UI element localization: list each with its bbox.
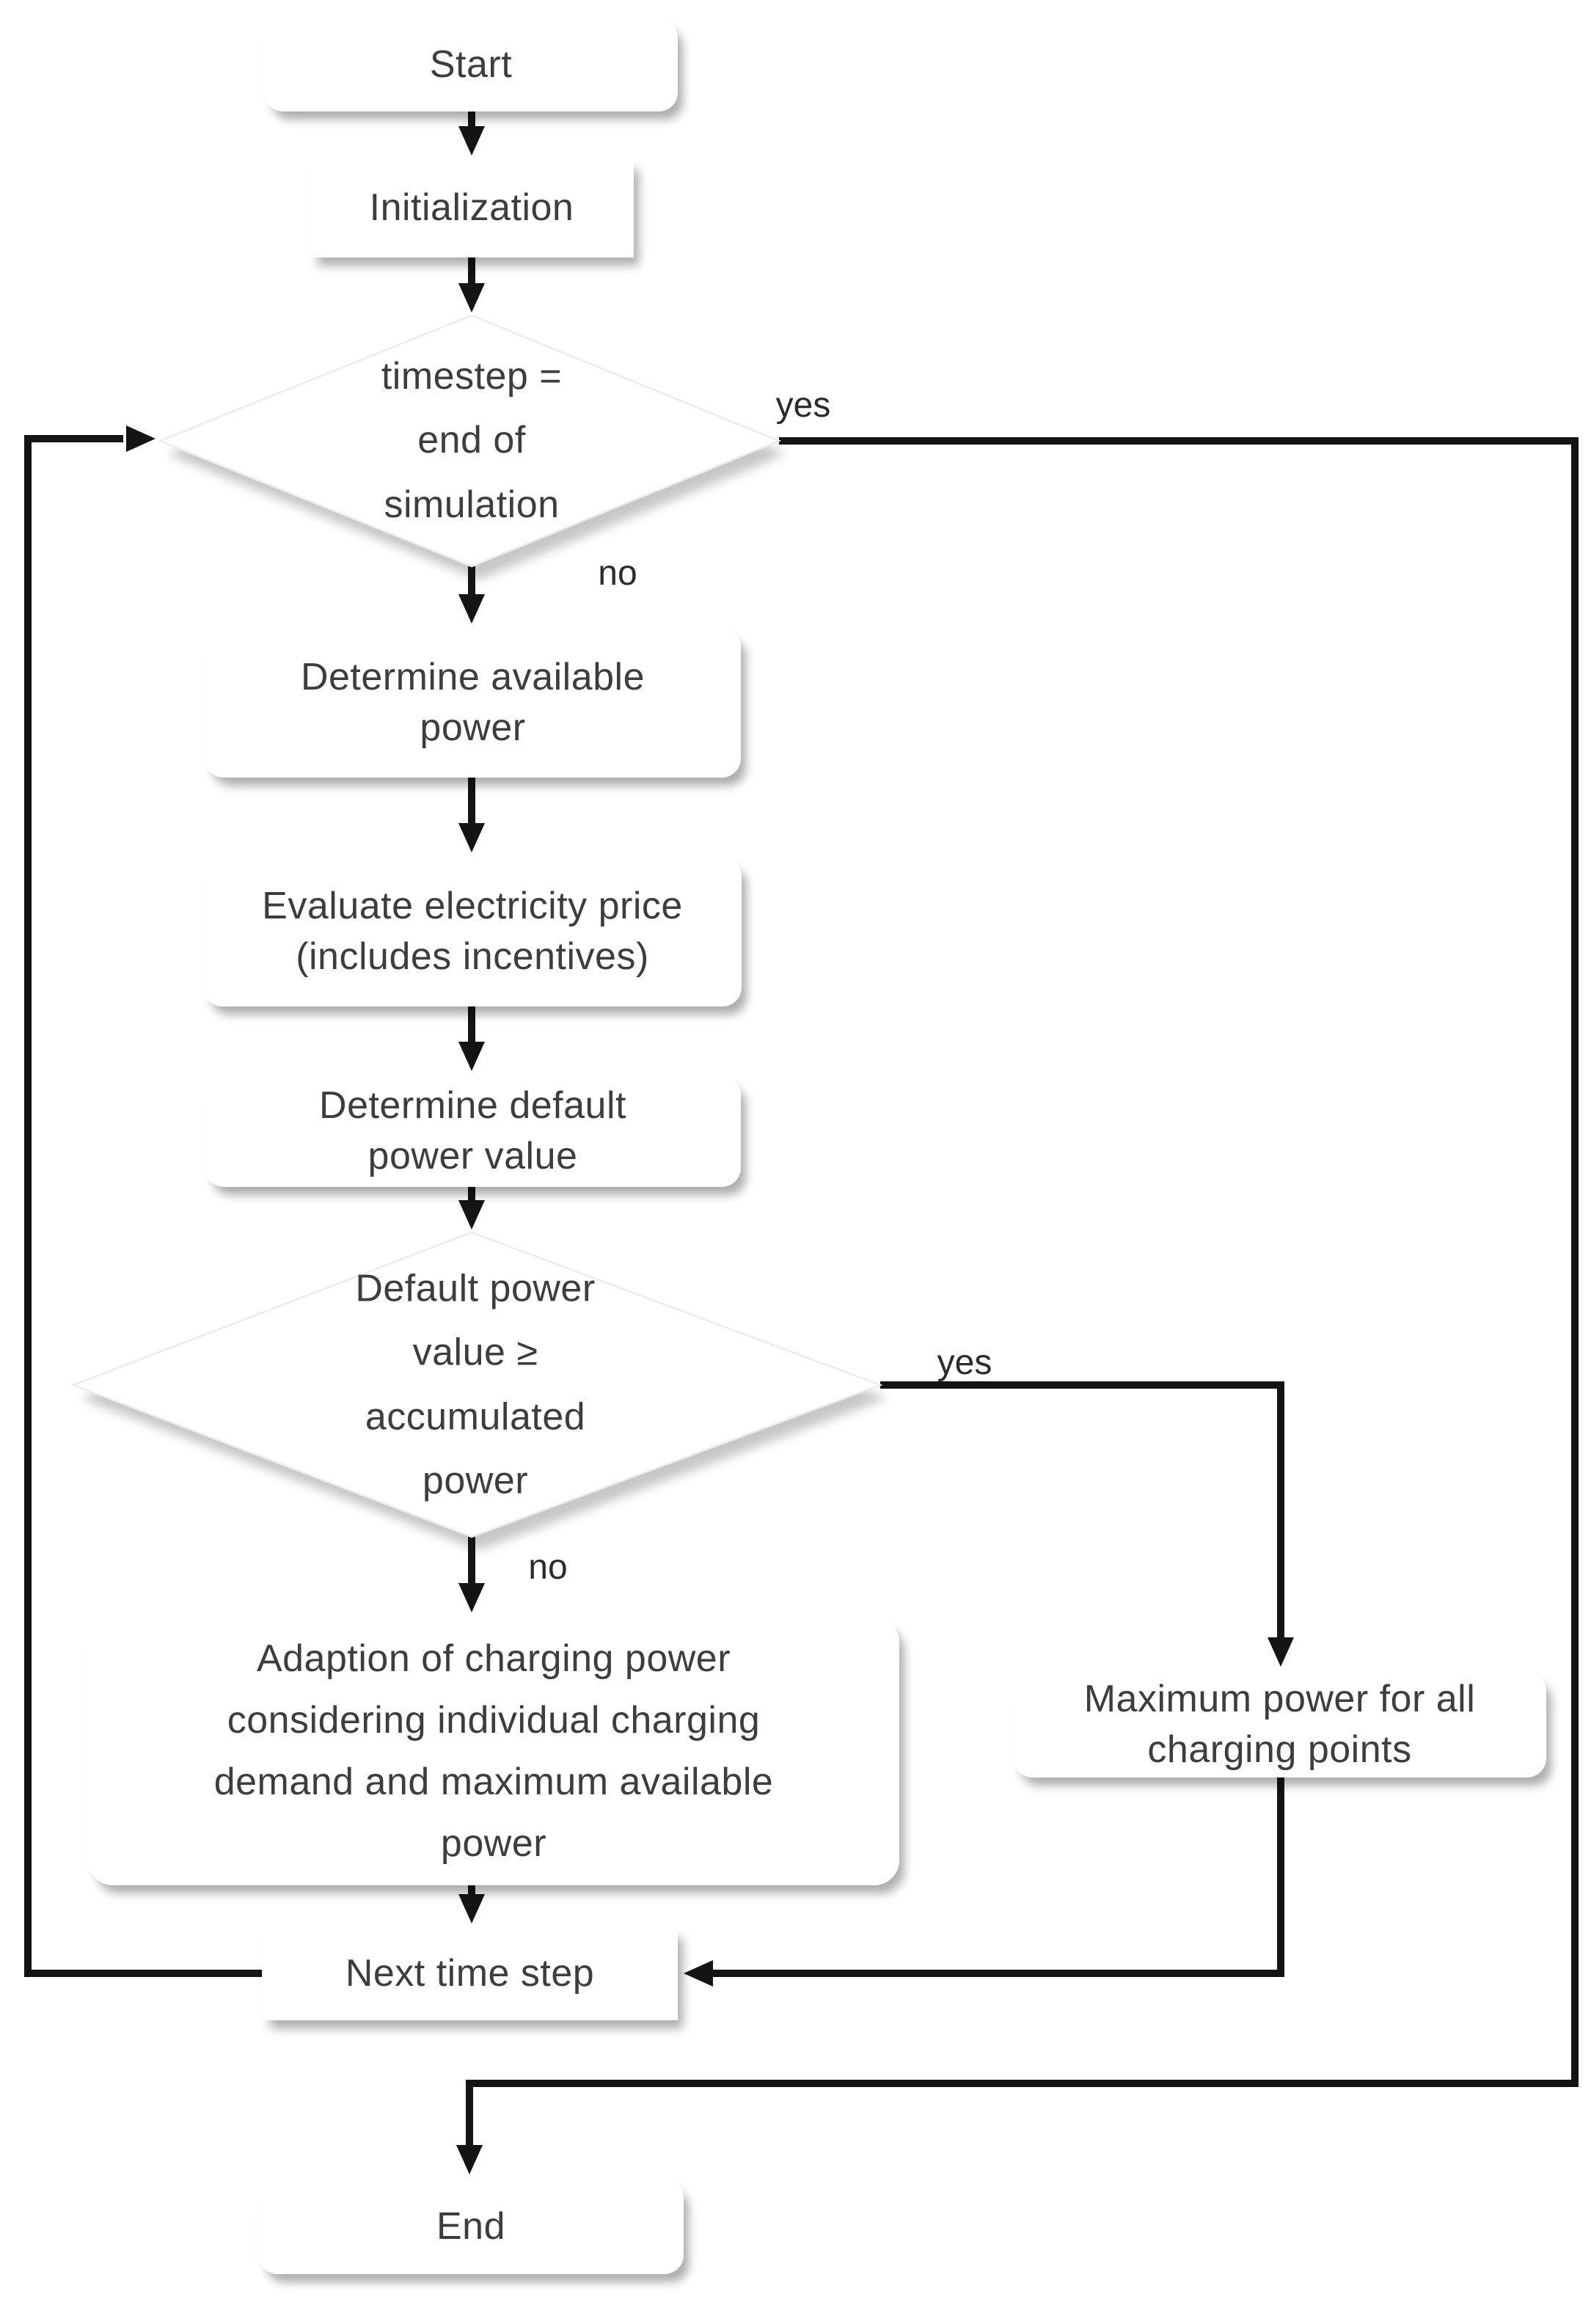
arrowhead-down-icon xyxy=(458,1583,485,1612)
node-start: Start xyxy=(264,18,678,112)
arrowhead-down-icon xyxy=(458,1894,485,1923)
arrowhead-left-icon xyxy=(684,1960,713,1987)
edge-maxpower-next xyxy=(713,1777,1284,1977)
arrowhead-right-icon xyxy=(126,425,156,452)
decision-timestep-label: timestep = end of simulation xyxy=(381,354,563,526)
decision-default-power-label: Default power value ≥ accumulated power xyxy=(355,1267,596,1502)
edge-decision1-yes-route xyxy=(466,437,1579,2145)
decision-shapes xyxy=(70,314,883,1538)
edge-label-timestep-yes: yes xyxy=(775,386,831,425)
arrowhead-down-icon xyxy=(1268,1637,1294,1667)
edge-next-loopback xyxy=(24,435,262,1977)
arrowhead-down-icon xyxy=(458,823,485,852)
edge-label-timestep-no: no xyxy=(598,554,637,593)
arrowhead-down-icon xyxy=(458,283,485,313)
edge-decision2-yes-route xyxy=(880,1381,1284,1637)
edge-label-default-power-yes: yes xyxy=(937,1343,992,1382)
node-initialization: Initialization xyxy=(310,158,634,257)
edges xyxy=(24,112,1579,2145)
node-end: End xyxy=(258,2179,684,2274)
arrowheads xyxy=(126,126,1294,2174)
arrowhead-down-icon xyxy=(458,126,485,156)
decision-timestep-shape xyxy=(157,314,782,568)
node-maximum-power: Maximum power for all charging points xyxy=(1013,1672,1546,1777)
arrowhead-down-icon xyxy=(458,1200,485,1229)
node-determine-default-power: Determine default power value xyxy=(205,1075,741,1187)
arrowhead-down-icon xyxy=(458,1042,485,1071)
node-adaption-charging-power: Adaption of charging power considering i… xyxy=(88,1617,899,1885)
node-next-time-step: Next time step xyxy=(262,1927,678,2020)
arrowhead-down-icon xyxy=(456,2145,483,2174)
node-determine-available-power: Determine available power xyxy=(205,628,741,778)
edge-label-default-power-no: no xyxy=(528,1548,568,1587)
arrowhead-down-icon xyxy=(458,594,485,624)
node-evaluate-electricity-price: Evaluate electricity price (includes inc… xyxy=(203,857,742,1006)
decision-default-power-shape xyxy=(70,1231,883,1538)
